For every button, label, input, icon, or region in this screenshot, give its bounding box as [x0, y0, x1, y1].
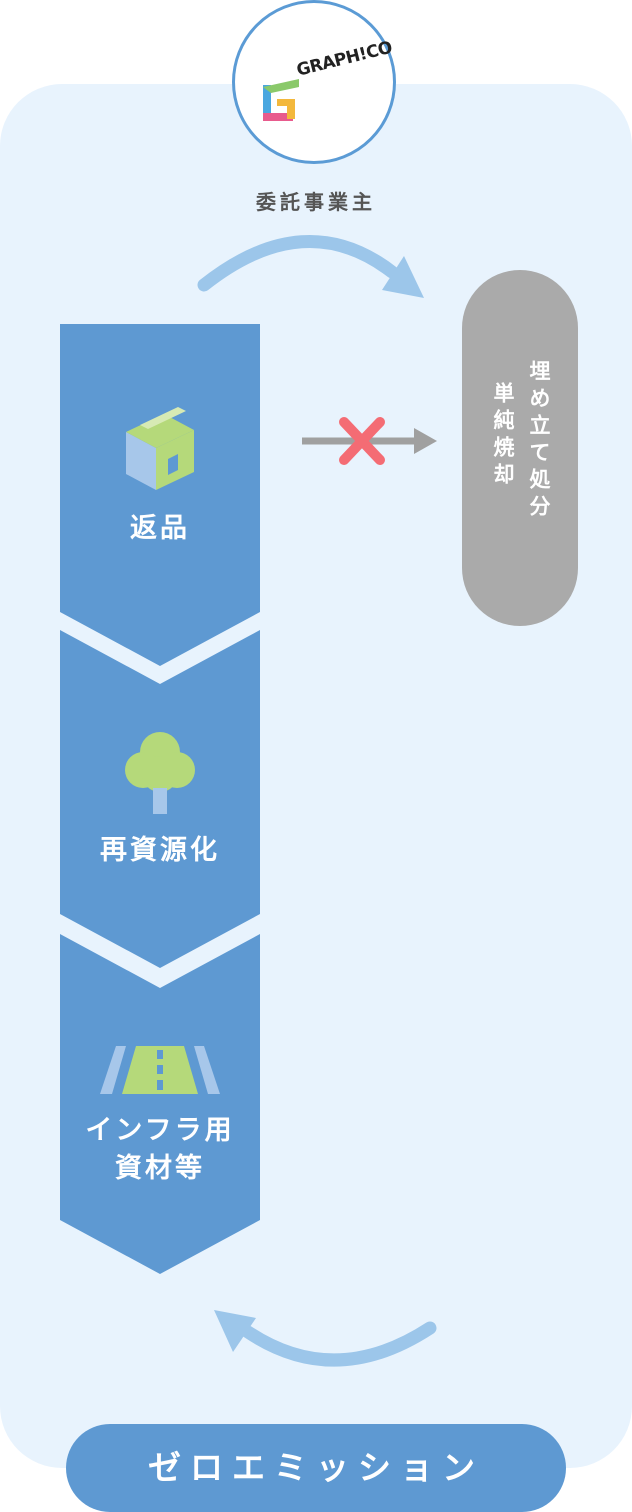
step-label-infra: インフラ用 資材等 — [60, 1112, 260, 1188]
zero-emission-badge: ゼロエミッション — [66, 1424, 566, 1512]
step-chevron-1 — [60, 324, 260, 666]
disposal-landfill-text: 埋め立て処分 — [527, 360, 551, 522]
tree-icon — [125, 732, 195, 814]
box-icon — [126, 407, 194, 490]
step-chevron-3 — [60, 934, 260, 1274]
curved-arrow-bottom-icon — [214, 1310, 437, 1367]
disposal-incineration-text: 単純焼却 — [491, 382, 515, 490]
cross-icon — [339, 417, 385, 465]
curved-arrow-top-icon — [197, 234, 424, 298]
client-label: 委託事業主 — [256, 190, 376, 214]
graphico-mark-icon — [263, 79, 299, 121]
logo-wordmark: GRAPH!CO — [294, 37, 395, 81]
company-logo: GRAPH!CO — [232, 0, 396, 164]
step-label-infra-line1: インフラ用 — [85, 1115, 235, 1146]
step-label-return: 返品 — [130, 513, 190, 544]
step-label-infra-line2: 資材等 — [115, 1153, 205, 1184]
road-icon — [100, 1046, 220, 1094]
disposal-pill: 埋め立て処分 単純焼却 — [462, 270, 578, 626]
step-label-recycle: 再資源化 — [100, 835, 220, 866]
